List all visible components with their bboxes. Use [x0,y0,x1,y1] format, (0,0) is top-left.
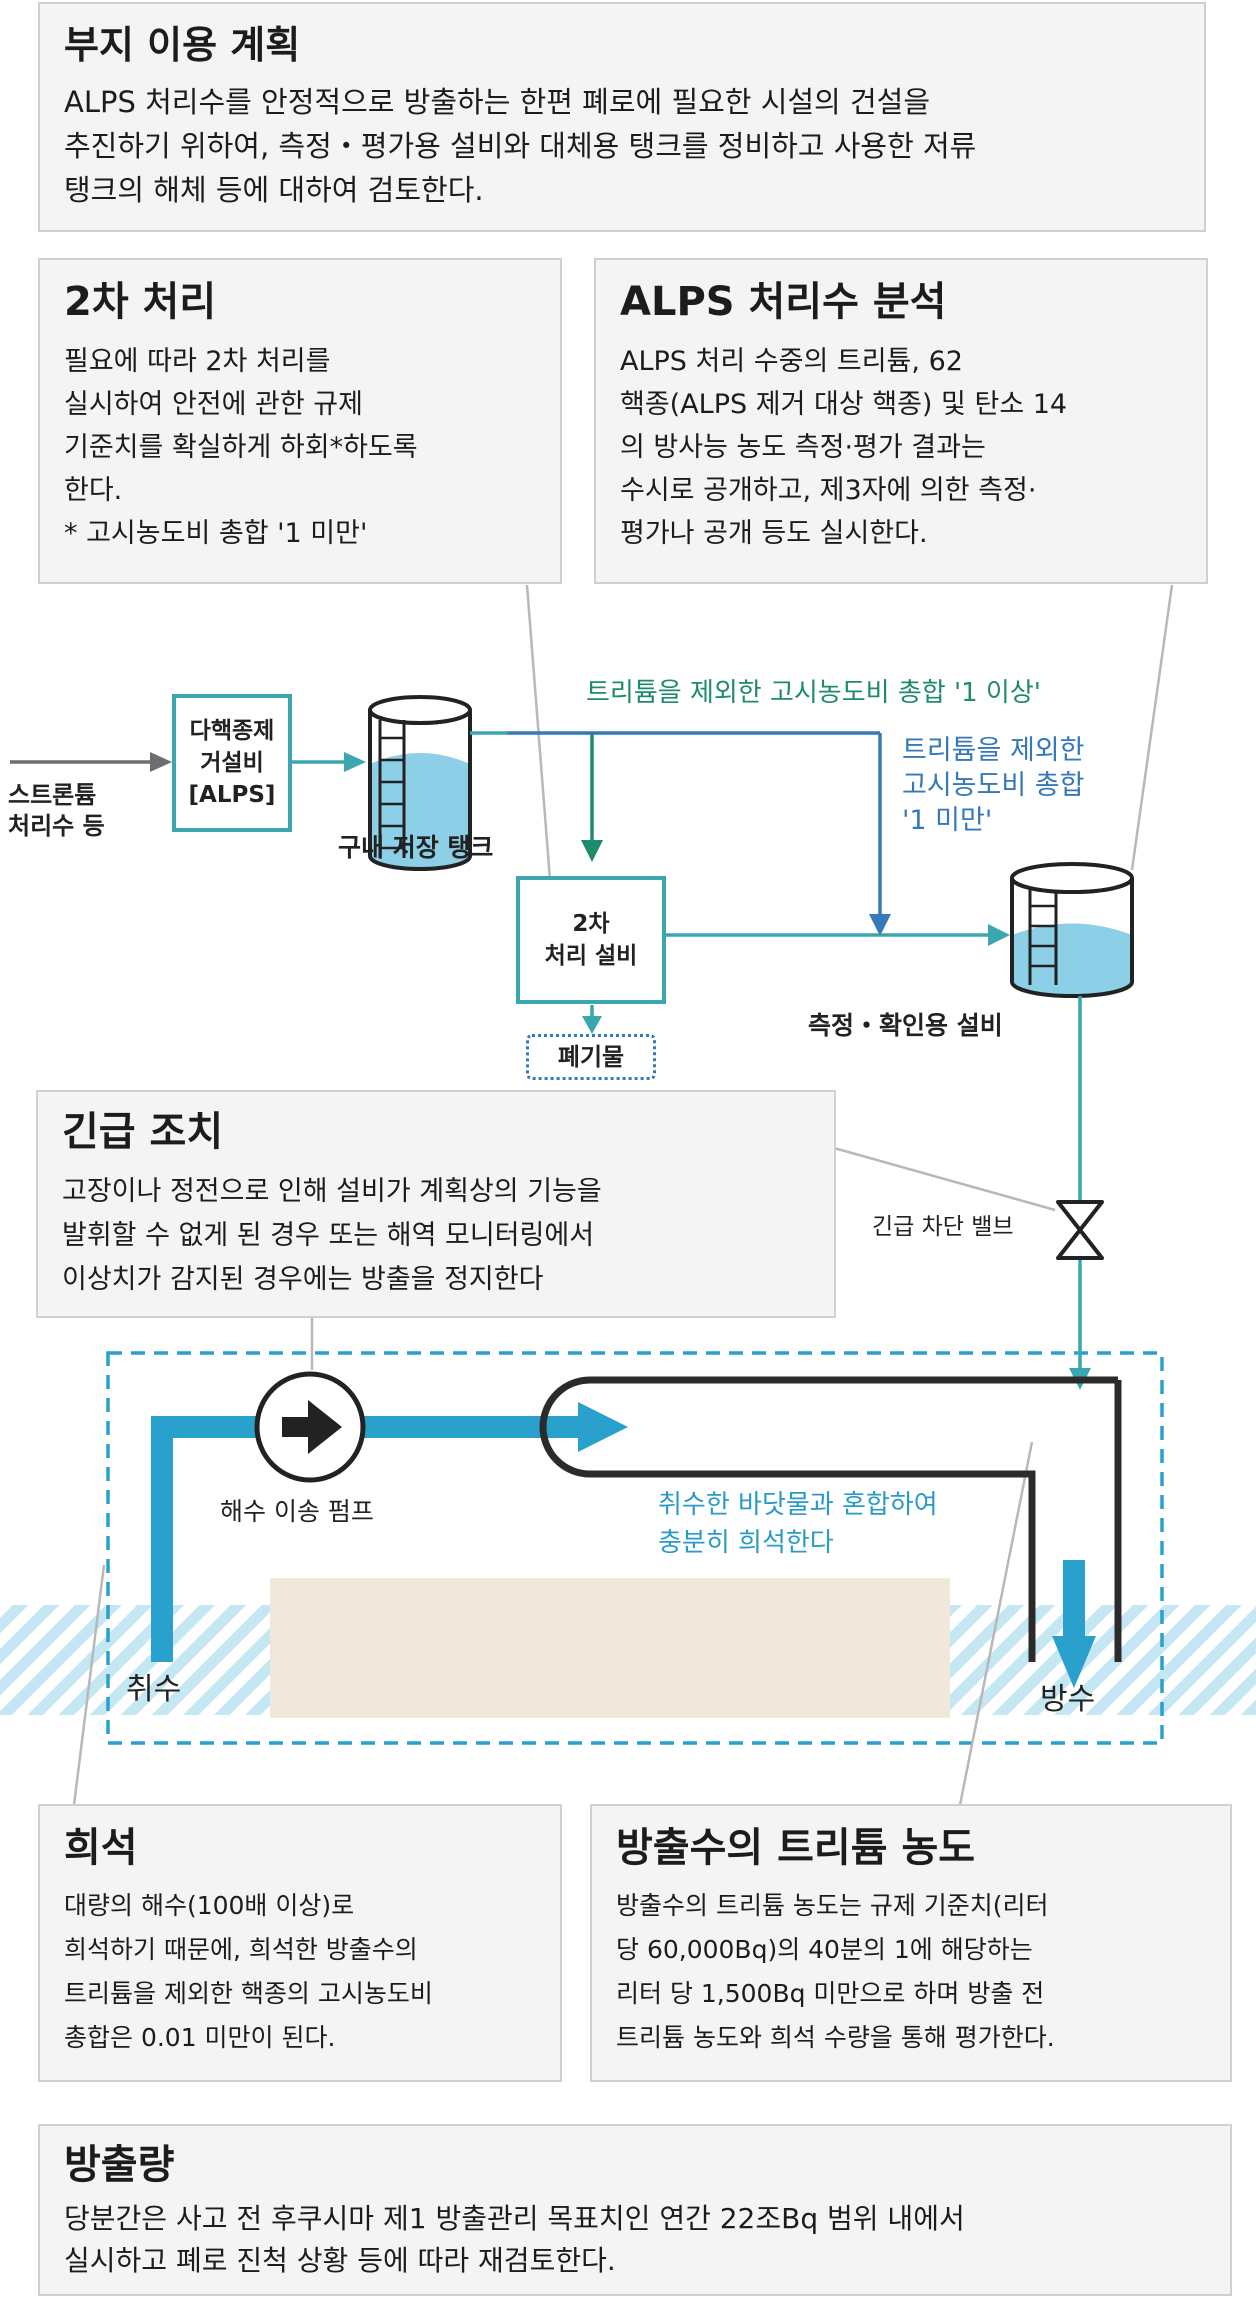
secondary-treatment-box: 2차 처리 필요에 따라 2차 처리를 실시하여 안전에 관한 규제 기준치를 … [38,258,562,584]
emergency-valve-icon [1056,1200,1104,1260]
tritium-concentration-body: 방출수의 트리튬 농도는 규제 기준치(리터 당 60,000Bq)의 40분의… [616,1891,1055,2052]
beige-area [270,1578,950,1718]
mix-label: 취수한 바닷물과 혼합하여 충분히 희석한다 [658,1490,938,1558]
site-plan-box: 부지 이용 계획 ALPS 처리수를 안정적으로 방출하는 한편 폐로에 필요한… [38,2,1206,232]
site-plan-body: ALPS 처리수를 안정적으로 방출하는 한편 폐로에 필요한 시설의 건설을 … [64,85,977,207]
dilution-enclosure [106,1351,1164,1745]
dilution-box: 희석 대량의 해수(100배 이상)로 희석하기 때문에, 희석한 방출수의 트… [38,1804,562,2082]
waste-label: 폐기물 [526,1034,656,1080]
alps-facility: 다핵종제 거설비 [ALPS] [172,694,292,832]
secondary-treatment-facility: 2차 처리 설비 [516,876,666,1004]
measure-tank-icon [1010,862,1134,998]
under-one-label: 트리튬을 제외한 고시농도비 총합 '1 미만' [902,735,1085,836]
alps-analysis-box: ALPS 처리수 분석 ALPS 처리 수중의 트리튬, 62 핵종(ALPS … [594,258,1208,584]
site-plan-title: 부지 이용 계획 [64,23,301,67]
discharge-amount-box: 방출량 당분간은 사고 전 후쿠시마 제1 방출관리 목표치인 연간 22조Bq… [38,2124,1232,2296]
tritium-concentration-title: 방출수의 트리튬 농도 [616,1825,976,1871]
discharge-amount-title: 방출량 [64,2142,175,2188]
measure-facility-label: 측정・확인용 설비 [808,1011,1003,1040]
secondary-treatment-title: 2차 처리 [64,279,217,325]
tritium-concentration-box: 방출수의 트리튬 농도 방출수의 트리튬 농도는 규제 기준치(리터 당 60,… [590,1804,1232,2082]
discharge-amount-body: 당분간은 사고 전 후쿠시마 제1 방출관리 목표치인 연간 22조Bq 범위 … [64,2202,965,2277]
storage-tank-icon [368,695,472,871]
dilution-body: 대량의 해수(100배 이상)로 희석하기 때문에, 희석한 방출수의 트리튬을… [64,1891,433,2052]
pump-label: 해수 이송 펌프 [220,1497,374,1526]
emergency-box: 긴급 조치 고장이나 정전으로 인해 설비가 계획상의 기능을 발휘할 수 없게… [36,1090,836,1318]
over-one-label: 트리튬을 제외한 고시농도비 총합 '1 이상' [586,678,1041,708]
emergency-body: 고장이나 정전으로 인해 설비가 계획상의 기능을 발휘할 수 없게 된 경우 … [62,1176,602,1295]
alps-analysis-title: ALPS 처리수 분석 [620,279,947,325]
dilution-title: 희석 [64,1825,138,1871]
alps-analysis-body: ALPS 처리 수중의 트리튬, 62 핵종(ALPS 제거 대상 핵종) 및 … [620,346,1068,549]
source-label: 스트론튬 처리수 등 [8,781,105,840]
valve-label: 긴급 차단 밸브 [872,1214,1014,1240]
intake-label: 취수 [126,1672,182,1707]
storage-tank-label: 구내 저장 탱크 [338,833,494,862]
discharge-label: 방수 [1040,1682,1096,1717]
emergency-title: 긴급 조치 [62,1109,224,1155]
pump-icon [254,1371,366,1483]
secondary-treatment-body: 필요에 따라 2차 처리를 실시하여 안전에 관한 규제 기준치를 확실하게 하… [64,346,418,549]
